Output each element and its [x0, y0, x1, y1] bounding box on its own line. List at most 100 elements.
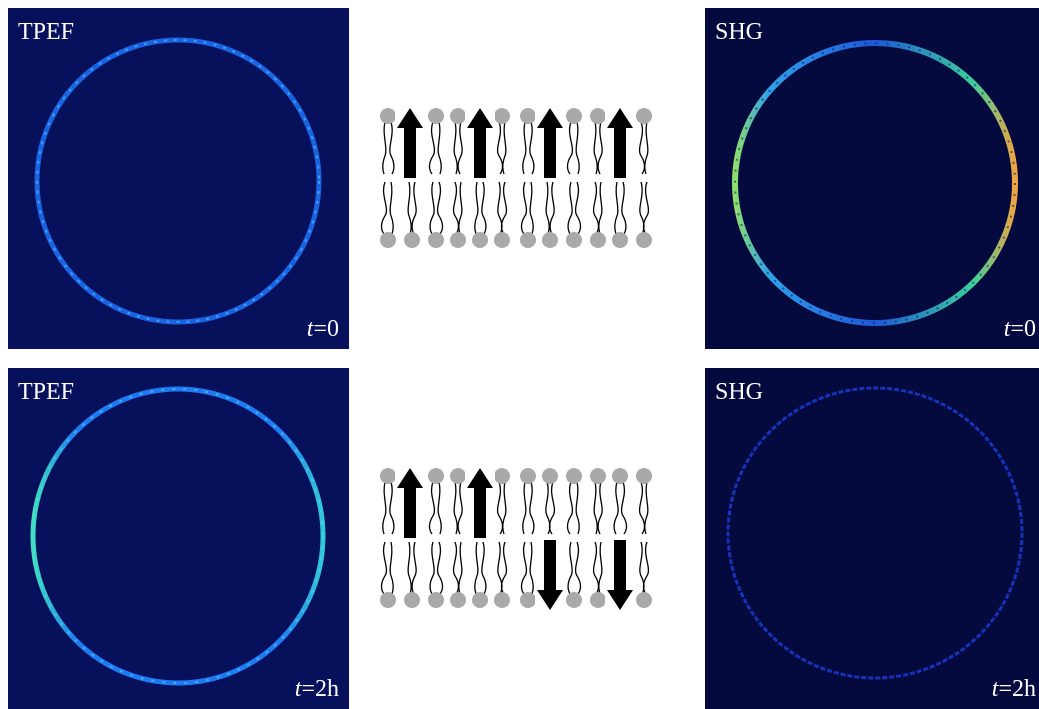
- shg-image-t0: SHG t=0: [705, 8, 1039, 349]
- time-label: t=0: [1003, 316, 1036, 342]
- lipid-tail: [500, 541, 508, 595]
- lipid-head: [428, 232, 444, 248]
- lipid-head: [566, 592, 582, 608]
- dipole-arrow-up: [467, 468, 493, 538]
- panel-label: SHG: [715, 19, 764, 45]
- lipid-tail: [574, 181, 582, 235]
- lipid-head: [612, 468, 628, 484]
- lipid-tail: [407, 181, 412, 235]
- panel-label: SHG: [715, 379, 764, 405]
- lipid-tail: [592, 181, 600, 235]
- lipid-tail: [457, 121, 463, 175]
- tpef-image-t2h: TPEF t=2h: [8, 368, 349, 709]
- lipid-tail: [566, 481, 574, 535]
- lipid-bilayer-diagram-flipped: [380, 464, 652, 614]
- lipid-tail: [436, 541, 444, 595]
- lipid-head: [542, 232, 558, 248]
- tpef-vesicle-image: [8, 368, 349, 709]
- lipid-tail: [644, 121, 649, 175]
- lipid-head: [590, 468, 606, 484]
- lipid-head: [494, 232, 510, 248]
- lipid-head: [566, 108, 582, 124]
- lipid-tail: [496, 481, 504, 535]
- dipole-arrow-up: [397, 468, 423, 538]
- lipid-tail: [597, 481, 603, 535]
- lipid-tail: [644, 481, 649, 535]
- lipid-head: [450, 592, 466, 608]
- lipid-tail: [567, 181, 573, 235]
- lipid-tail: [382, 481, 387, 535]
- lipid-head: [428, 108, 444, 124]
- lipid-head: [404, 232, 420, 248]
- lipid-tail: [380, 541, 388, 595]
- dipole-arrow-up: [607, 108, 633, 178]
- panel-label: TPEF: [18, 379, 75, 405]
- lipid-head: [520, 468, 536, 484]
- lipid-tail: [429, 541, 435, 595]
- lipid-tail: [437, 121, 442, 175]
- lipid-tail: [566, 121, 574, 175]
- lipid-tail: [502, 481, 507, 535]
- lipid-tail: [502, 121, 507, 175]
- lipid-tail: [389, 541, 394, 595]
- lipid-head: [590, 108, 606, 124]
- lipid-tail: [522, 121, 527, 175]
- lipid-tail: [429, 181, 435, 235]
- lipid-tail: [575, 121, 580, 175]
- lipid-tail: [545, 181, 550, 235]
- lipid-tail: [567, 541, 573, 595]
- lipid-tail: [621, 181, 627, 235]
- tpef-vesicle-image: [8, 8, 349, 349]
- lipid-tail: [437, 481, 442, 535]
- lipid-head: [636, 108, 652, 124]
- lipid-tail: [481, 541, 487, 595]
- lipid-head: [380, 232, 396, 248]
- lipid-tail: [474, 541, 479, 595]
- lipid-tail: [520, 541, 528, 595]
- lipid-head: [494, 108, 510, 124]
- panel-label: TPEF: [18, 19, 75, 45]
- lipid-head: [494, 592, 510, 608]
- lipid-tail: [458, 541, 463, 595]
- lipid-tail: [638, 121, 646, 175]
- lipid-tail: [548, 481, 556, 535]
- lipid-tail: [380, 181, 388, 235]
- lipid-tail: [407, 541, 412, 595]
- lipid-head: [450, 108, 466, 124]
- lipid-head: [380, 468, 396, 484]
- lipid-head: [472, 232, 488, 248]
- lipid-tail: [614, 181, 619, 235]
- lipid-head: [636, 592, 652, 608]
- lipid-tail: [453, 121, 458, 175]
- lipid-tail: [593, 481, 598, 535]
- lipid-tail: [436, 181, 444, 235]
- time-label: t=2h: [294, 676, 339, 702]
- lipid-tail: [597, 121, 603, 175]
- lipid-tail: [474, 181, 479, 235]
- time-label: t=0: [306, 316, 339, 342]
- lipid-tail: [592, 541, 600, 595]
- lipid-tail: [389, 181, 394, 235]
- lipid-tail: [520, 181, 528, 235]
- lipid-tail: [411, 181, 417, 235]
- lipid-head: [380, 592, 396, 608]
- lipid-head: [520, 592, 536, 608]
- lipid-head: [612, 232, 628, 248]
- lipid-tail: [574, 541, 582, 595]
- lipid-tail: [575, 481, 580, 535]
- lipid-tail: [453, 481, 458, 535]
- lipid-tail: [638, 481, 646, 535]
- lipid-head: [520, 108, 536, 124]
- lipid-tail: [522, 481, 527, 535]
- lipid-head: [566, 468, 582, 484]
- lipid-tail: [642, 181, 650, 235]
- lipid-tail: [481, 181, 487, 235]
- lipid-head: [520, 232, 536, 248]
- lipid-tail: [620, 481, 628, 535]
- lipid-head: [494, 468, 510, 484]
- dipole-arrow-up: [537, 108, 563, 178]
- lipid-tail: [529, 121, 535, 175]
- lipid-head: [636, 468, 652, 484]
- lipid-tail: [642, 541, 650, 595]
- shg-vesicle-image: [705, 368, 1039, 709]
